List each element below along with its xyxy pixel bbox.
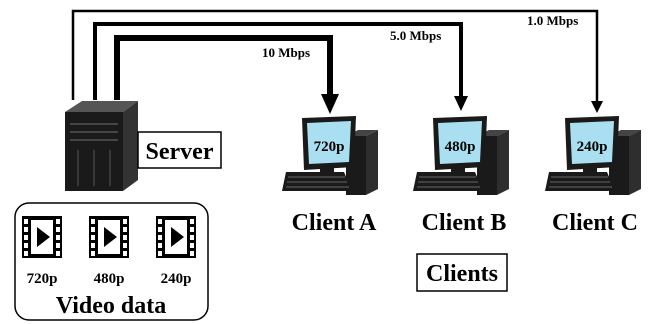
link-server-client-c (71, 9, 603, 113)
screen-resolution-label-a: 720p (314, 139, 345, 155)
server-tower-icon (65, 101, 138, 191)
clients-group-label: Clients (426, 261, 498, 287)
film-play-icon-720p (22, 216, 62, 258)
screen-resolution-label-c: 240p (577, 139, 608, 155)
rate-label-client-a: 10 Mbps (262, 45, 310, 60)
video-file-label-720p: 720p (27, 271, 58, 287)
video-file-label-480p: 480p (94, 271, 125, 287)
client-name-b: Client B (422, 210, 507, 236)
rate-label-client-b: 5.0 Mbps (390, 28, 441, 43)
film-play-icon-240p (156, 216, 196, 258)
rate-label-client-c: 1.0 Mbps (527, 13, 578, 28)
video-data-box: 720p 480p 240p Video data (14, 202, 209, 321)
clients-group-label-box: Clients (416, 253, 508, 292)
computer-icon-client-b: 480p (413, 116, 509, 195)
server-label: Server (146, 139, 214, 165)
video-data-label: Video data (56, 293, 166, 319)
client-name-a: Client A (292, 210, 377, 236)
server-label-box: Server (137, 131, 222, 169)
video-file-label-240p: 240p (161, 271, 192, 287)
computer-icon-client-c: 240p (545, 116, 641, 195)
film-play-icon-480p (89, 216, 129, 258)
link-server-client-a (114, 35, 339, 114)
computer-icon-client-a: 720p (282, 116, 378, 195)
client-name-c: Client C (552, 210, 638, 236)
screen-resolution-label-b: 480p (445, 139, 476, 155)
link-server-client-b (93, 22, 468, 111)
